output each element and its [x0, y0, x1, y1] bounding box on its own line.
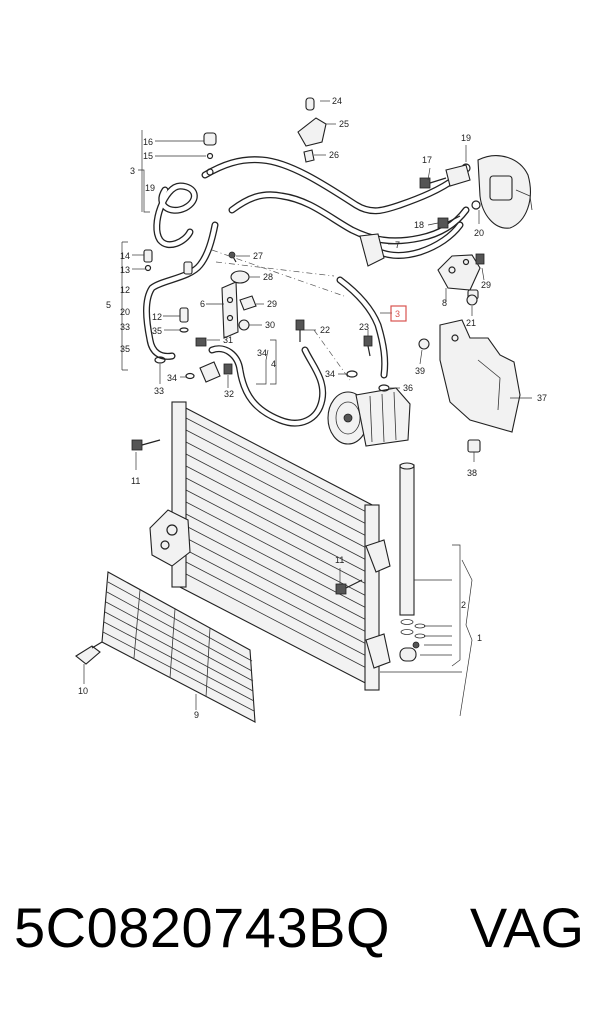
callout-12-lower: 12 — [152, 312, 162, 322]
callout-27: 27 — [253, 251, 263, 261]
callout-38: 38 — [467, 468, 477, 478]
callout-37: 37 — [537, 393, 547, 403]
callout-10: 10 — [78, 686, 88, 696]
callout-19-right: 19 — [461, 133, 471, 143]
callout-11-upper: 11 — [131, 476, 140, 486]
grille — [101, 571, 256, 723]
callout-13: 13 — [120, 265, 130, 275]
callout-4: 4 — [271, 359, 276, 369]
callout-15: 15 — [143, 151, 153, 161]
callout-1: 1 — [477, 633, 482, 643]
heat-shield — [439, 319, 521, 433]
callout-28: 28 — [263, 272, 273, 282]
receiver-dryer — [399, 462, 426, 662]
ac-system-exploded-diagram: 1 2 3 3 4 5 6 7 8 9 10 11 11 12 12 13 14… — [75, 96, 547, 723]
callout-8: 8 — [442, 298, 447, 308]
callout-20-right: 20 — [474, 228, 484, 238]
callout-35-left: 35 — [120, 344, 130, 354]
callout-23: 23 — [359, 322, 369, 332]
callout-29-right: 29 — [481, 280, 491, 290]
callout-35-mid: 35 — [152, 326, 162, 336]
refrigerant-lines — [143, 156, 470, 427]
callout-21: 21 — [466, 318, 476, 328]
callout-7: 7 — [395, 240, 400, 250]
callout-32: 32 — [224, 389, 234, 399]
callout-19-left: 19 — [145, 183, 155, 193]
callout-2: 2 — [461, 600, 466, 610]
callout-5: 5 — [106, 300, 111, 310]
callout-33-left: 33 — [120, 322, 130, 332]
leader-lines — [83, 100, 532, 717]
callout-14: 14 — [120, 251, 130, 261]
callout-9: 9 — [194, 710, 199, 720]
callout-25: 25 — [339, 119, 349, 129]
evaporator-connection — [477, 155, 533, 229]
callout-11-lower: 11 — [335, 555, 344, 565]
caption-bar: 5C0820743BQ VAG — [0, 895, 600, 985]
callout-26: 26 — [329, 150, 339, 160]
callout-31: 31 — [223, 335, 233, 345]
callout-18: 18 — [414, 220, 424, 230]
callout-34-mid: 34 — [257, 348, 267, 358]
bracket-8 — [437, 253, 485, 300]
brand-name: VAG — [469, 896, 584, 959]
part-number: 5C0820743BQ — [14, 896, 391, 959]
compressor — [327, 387, 411, 447]
callout-29-left: 29 — [267, 299, 277, 309]
highlighted-part-box — [390, 305, 407, 322]
callout-36: 36 — [403, 383, 413, 393]
callout-34-right: 34 — [325, 369, 335, 379]
callout-33-lower: 33 — [154, 386, 164, 396]
callout-17: 17 — [422, 155, 432, 165]
callout-16: 16 — [143, 137, 153, 147]
callout-3-highlighted: 3 — [395, 309, 400, 319]
callout-34-left: 34 — [167, 373, 177, 383]
callout-12-upper: 12 — [120, 285, 130, 295]
fittings — [75, 97, 481, 665]
callout-20-left: 20 — [120, 307, 130, 317]
callout-24: 24 — [332, 96, 342, 106]
callout-3: 3 — [130, 166, 135, 176]
callout-6: 6 — [200, 299, 205, 309]
condenser — [149, 401, 391, 691]
callout-22: 22 — [320, 325, 330, 335]
callout-labels: 1 2 3 3 4 5 6 7 8 9 10 11 11 12 12 13 14… — [78, 96, 547, 720]
callout-39: 39 — [415, 366, 425, 376]
callout-30: 30 — [265, 320, 275, 330]
